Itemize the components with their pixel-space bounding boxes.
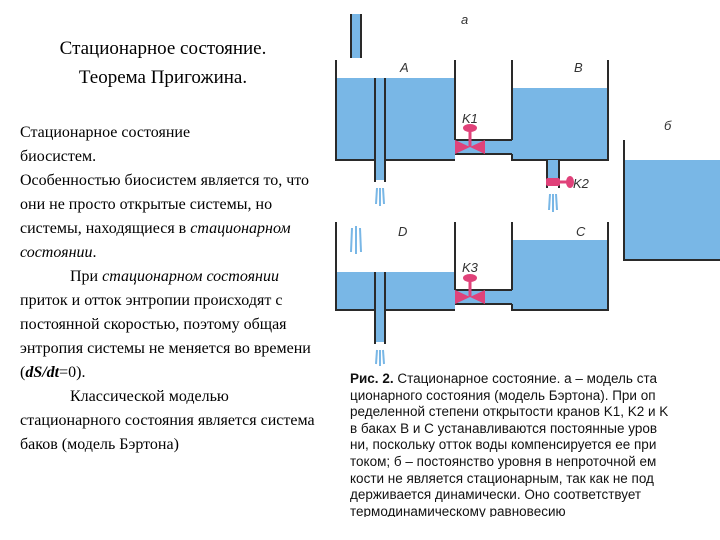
- tank-d-water: [336, 272, 455, 310]
- tank-d-wall: [335, 222, 455, 311]
- caption-line-4: в баках B и C устанавливаются постоянные…: [350, 420, 658, 436]
- outflow-drops: [375, 187, 385, 206]
- tank-c-wall: [511, 222, 609, 311]
- slide-title: Стационарное состояние. Теорема Пригожин…: [0, 34, 326, 92]
- label-tank-c: C: [576, 224, 586, 239]
- tank-c-water: [512, 240, 608, 310]
- label-tank-d: D: [398, 224, 407, 239]
- inflow-stream: [352, 14, 360, 58]
- lower-system: D C K3: [335, 222, 609, 366]
- paragraph-2: При стационарном состоянии приток и отто…: [20, 265, 325, 385]
- paragraph-2-text: При: [70, 268, 103, 285]
- tank-a-water: [336, 78, 455, 160]
- tank-a-wall: [335, 60, 455, 161]
- figure-caption: Рис. 2. Стационарное состояние. а – моде…: [350, 371, 720, 517]
- label-panel-b: б: [664, 118, 672, 133]
- caption-line-9: термодинамическому равновесию: [350, 503, 566, 517]
- label-panel-a: а: [461, 12, 468, 27]
- entropy-formula: dS/dt: [25, 364, 60, 381]
- caption-line-5: ни, поскольку отток воды компенсируется …: [350, 437, 657, 453]
- upper-system: A B а K1 K2: [335, 12, 609, 212]
- caption-line-3: ределенной степени открытости кранов K1,…: [350, 404, 669, 420]
- label-valve-k3: K3: [462, 260, 479, 275]
- paragraph-1-end: .: [92, 244, 97, 261]
- tank-b-outflow: [548, 160, 558, 182]
- inflow-drops: [350, 226, 362, 254]
- outflow-drops: [375, 349, 385, 366]
- label-tank-b: B: [574, 60, 583, 75]
- caption-line-7: кости не является стационарным, так как …: [350, 470, 654, 486]
- label-tank-a: A: [399, 60, 409, 75]
- outflow-drops: [548, 193, 558, 212]
- paragraph-1: Особенностью биосистем является то, что …: [20, 169, 325, 265]
- panel-b-water: [624, 160, 720, 260]
- caption-label: Рис. 2.: [350, 371, 394, 386]
- tank-b-water: [512, 88, 608, 160]
- paragraph-2-emphasis: стационарном состоянии: [102, 268, 279, 285]
- heading-line-1: Стационарное состояние: [20, 124, 191, 141]
- panel-b-wall: [623, 140, 720, 261]
- paragraph-1-text: Особенностью биосистем является то, что …: [20, 172, 310, 237]
- paragraph-2-text-cont: приток и отток энтропии происходят с пос…: [20, 292, 311, 381]
- paragraph-1-emphasis: стационарном состоянии: [20, 220, 291, 261]
- paragraph-3-text: Классической моделью стационарного состо…: [20, 388, 315, 453]
- paragraph-3: Классической моделью стационарного состо…: [20, 385, 325, 457]
- body-text: Стационарное состояние биосистем. Особенн…: [20, 121, 325, 457]
- title-line-1: Стационарное состояние.: [59, 38, 267, 59]
- caption-line-2: ционарного состояния (модель Бэртона). П…: [350, 387, 656, 403]
- label-valve-k1: K1: [462, 111, 478, 126]
- paragraph-2-end: =0).: [59, 364, 86, 381]
- title-line-2: Теорема Пригожина.: [78, 67, 248, 88]
- valve-k1-icon: [455, 124, 485, 154]
- tank-a-outflow: [376, 78, 384, 180]
- body-heading: Стационарное состояние биосистем.: [20, 121, 325, 169]
- heading-line-2: биосистем.: [20, 148, 97, 165]
- label-valve-k2: K2: [573, 176, 590, 191]
- valve-k3-icon: [455, 274, 485, 304]
- caption-line-6: током; б – постоянство уровня в непроточ…: [350, 453, 657, 469]
- caption-line-1: Рис. 2. Стационарное состояние. а – моде…: [350, 371, 720, 388]
- caption-text: Стационарное состояние. а – модель ста: [393, 371, 658, 386]
- tank-d-outflow: [376, 272, 384, 342]
- caption-line-8: держивается динамически. Оно соответству…: [350, 487, 642, 503]
- panel-b-tank: б: [623, 118, 720, 261]
- valve-k2-icon: [546, 176, 574, 188]
